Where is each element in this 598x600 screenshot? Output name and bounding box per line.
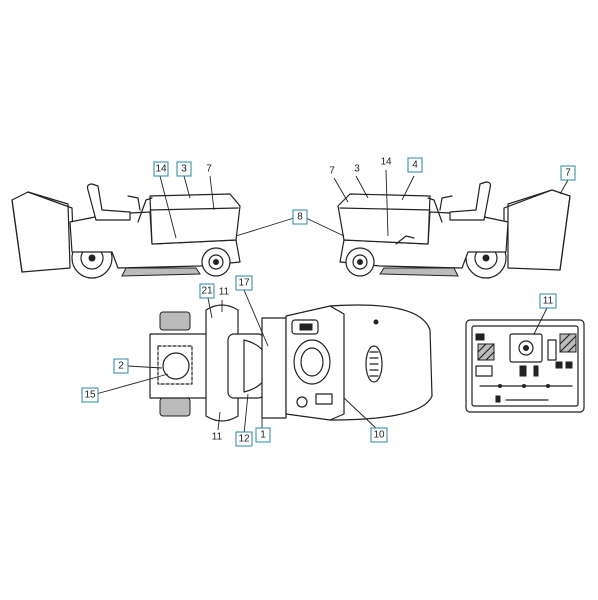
svg-text:15: 15	[84, 390, 96, 401]
svg-text:3: 3	[354, 164, 360, 175]
svg-text:4: 4	[412, 160, 418, 171]
callout-4: 4	[407, 157, 423, 173]
svg-text:10: 10	[373, 430, 385, 441]
callout-14-right: 14	[380, 157, 392, 168]
callout-21: 21	[199, 283, 215, 299]
callout-10: 10	[370, 427, 388, 443]
callout-1: 1	[255, 427, 271, 443]
callout-2: 2	[113, 358, 129, 374]
svg-text:2: 2	[118, 361, 124, 372]
svg-text:7: 7	[329, 166, 335, 177]
svg-text:3: 3	[181, 164, 187, 175]
svg-text:7: 7	[206, 164, 212, 175]
svg-text:1: 1	[260, 430, 266, 441]
callout-15: 15	[81, 387, 99, 403]
svg-text:14: 14	[155, 164, 167, 175]
callout-7-collector: 7	[560, 165, 576, 181]
callout-8: 8	[292, 209, 308, 225]
mower-side-view-left	[11, 183, 241, 279]
callout-7-right: 7	[329, 166, 335, 177]
svg-text:8: 8	[297, 212, 303, 223]
svg-text:12: 12	[238, 434, 250, 445]
callout-12: 12	[235, 431, 253, 447]
callout-11-top: 11	[219, 287, 230, 298]
svg-text:11: 11	[543, 296, 554, 307]
mower-top-view	[149, 304, 433, 422]
svg-text:21: 21	[201, 286, 213, 297]
callout-3-right: 3	[354, 164, 360, 175]
svg-text:17: 17	[238, 278, 250, 289]
mower-side-view-right	[337, 181, 571, 279]
svg-text:7: 7	[565, 168, 571, 179]
callout-14-left: 14	[153, 161, 169, 177]
callout-7-left: 7	[206, 164, 212, 175]
callout-11-bottom: 11	[212, 432, 223, 443]
svg-text:14: 14	[380, 157, 392, 168]
callout-17: 17	[235, 275, 253, 291]
leader-lines	[95, 169, 569, 435]
callout-labels: 14 3 7 8 7 3 14 4 7 2	[81, 157, 576, 447]
svg-text:11: 11	[212, 432, 223, 443]
svg-text:11: 11	[219, 287, 230, 298]
callout-3-left: 3	[176, 161, 192, 177]
dashboard-panel-detail	[465, 319, 585, 413]
callout-11-dashboard: 11	[539, 293, 557, 309]
